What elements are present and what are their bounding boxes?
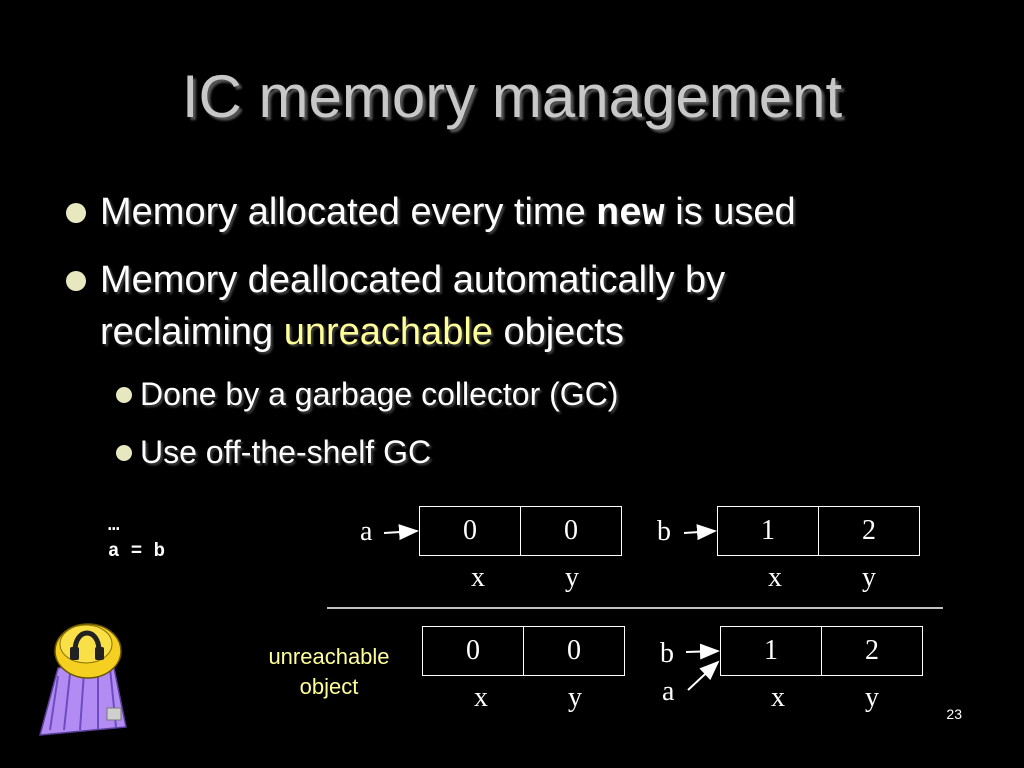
- cell-old-x-value: 0: [422, 626, 524, 676]
- highlight-unreachable: unreachable: [283, 311, 493, 353]
- bullet-text-post: objects: [492, 311, 624, 353]
- pointer-label-b: b: [660, 638, 674, 669]
- bullet-text-post: is used: [664, 191, 796, 233]
- subbullet-text: Use off-the-shelf GC: [140, 434, 432, 470]
- slide-title: IC memory management: [181, 63, 843, 130]
- trash-can-icon: [38, 623, 127, 736]
- cell-a-x-value: 0: [419, 506, 521, 556]
- cell-b-x-value: 1: [717, 506, 819, 556]
- bullet-text-pre: reclaiming: [100, 311, 284, 353]
- field-label-x: x: [768, 562, 782, 593]
- cell-old-y-value: 0: [523, 626, 625, 676]
- subbullet-text: Done by a garbage collector (GC): [140, 376, 619, 412]
- field-label-y: y: [865, 682, 879, 713]
- bullet-dot-icon: [66, 203, 86, 223]
- bullet-text-pre: Memory allocated every time: [100, 191, 597, 233]
- bullet-dot-icon: [66, 271, 86, 291]
- arrow-icon: [685, 643, 720, 660]
- bullet-text: Memory allocated every time new is used: [100, 186, 796, 241]
- cell-a-y-value: 0: [520, 506, 622, 556]
- subbullet-off-the-shelf: Use off-the-shelf GC: [116, 432, 431, 472]
- arrow-icon: [383, 524, 419, 541]
- field-label-y: y: [568, 682, 582, 713]
- bullet-memory-deallocated: Memory deallocated automatically by recl…: [66, 254, 725, 358]
- field-label-x: x: [474, 682, 488, 713]
- field-label-y: y: [862, 562, 876, 593]
- subbullet-garbage-collector: Done by a garbage collector (GC): [116, 374, 618, 414]
- code-ellipsis: …: [108, 514, 120, 536]
- unreachable-caption-line2: object: [299, 674, 359, 699]
- bullet-dot-icon: [116, 387, 132, 403]
- code-keyword-new: new: [596, 193, 665, 236]
- bullet-text-line1: Memory deallocated automatically by: [100, 259, 726, 301]
- page-number: 23: [946, 706, 962, 722]
- bullet-dot-icon: [116, 445, 132, 461]
- arrow-icon: [687, 660, 720, 691]
- cell-b-y-value: 2: [818, 506, 920, 556]
- bullet-memory-allocated: Memory allocated every time new is used: [66, 186, 796, 241]
- pointer-label-b: b: [657, 516, 671, 547]
- pointer-label-a: a: [662, 676, 675, 707]
- cell-b-x-value: 1: [720, 626, 822, 676]
- code-assignment: a = b: [108, 540, 166, 562]
- unreachable-caption-line1: unreachable: [268, 644, 390, 669]
- arrow-icon: [683, 524, 717, 541]
- field-label-y: y: [565, 562, 579, 593]
- pointer-label-a: a: [360, 516, 373, 547]
- field-label-x: x: [471, 562, 485, 593]
- cell-b-y-value: 2: [821, 626, 923, 676]
- field-label-x: x: [771, 682, 785, 713]
- bullet-text: Memory deallocated automatically by recl…: [100, 254, 725, 358]
